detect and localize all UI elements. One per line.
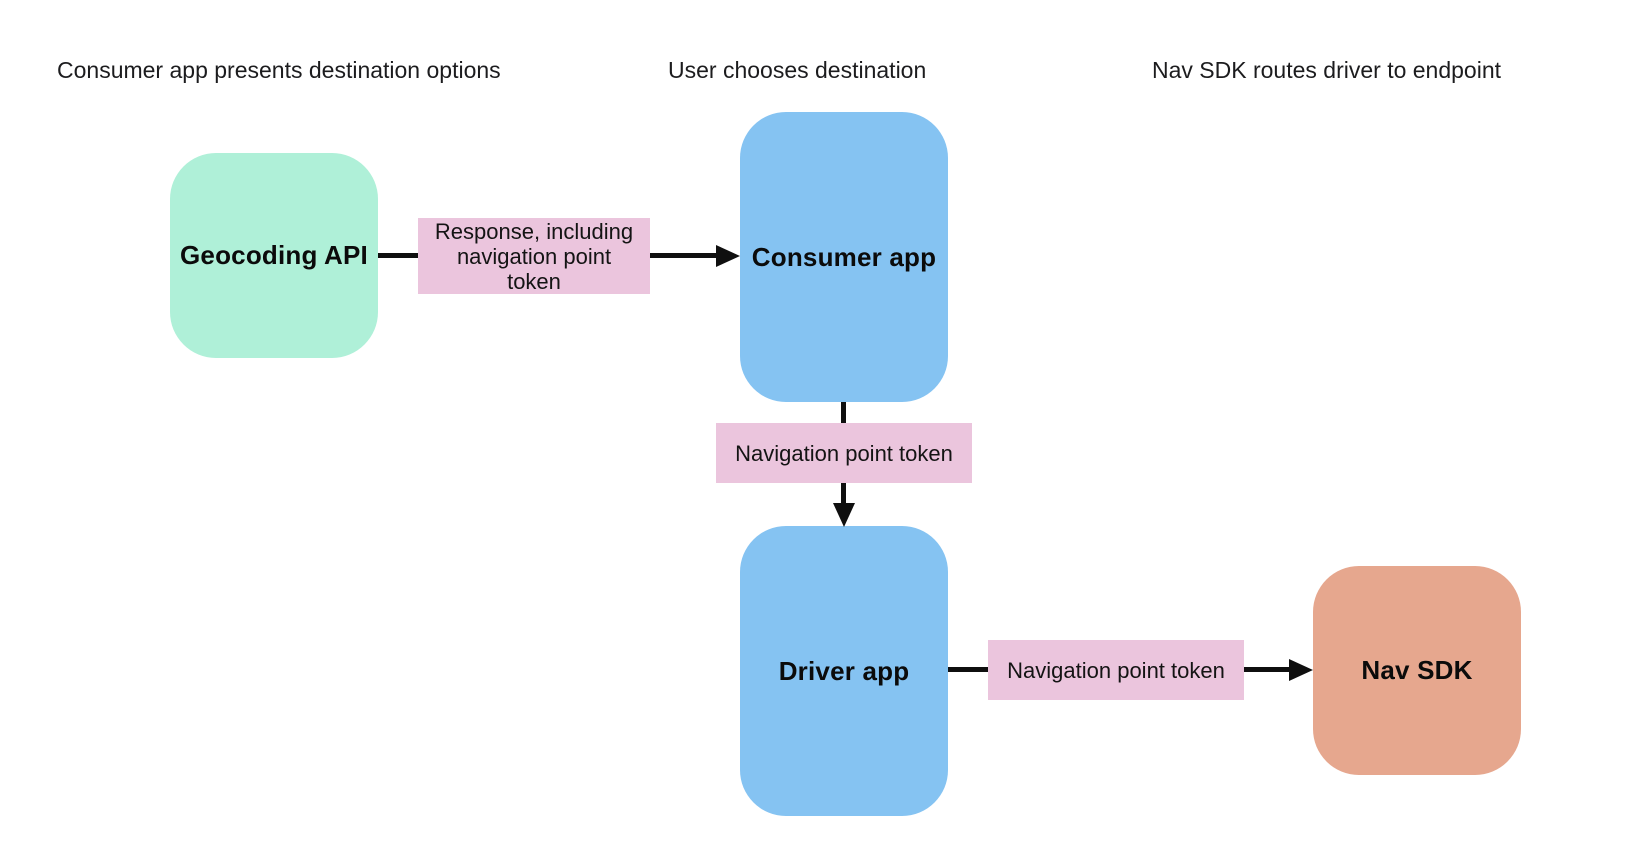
stage-header-user-chooses: User chooses destination <box>668 57 927 83</box>
edge-label-navigation-point-token-1: Navigation point token <box>716 423 972 483</box>
arrowhead-down-icon <box>832 503 855 527</box>
connector-line-consumer-to-label <box>841 402 846 423</box>
arrowhead-right-icon <box>1289 658 1313 681</box>
connector-line-driver-to-label <box>948 667 988 672</box>
node-geocoding-api-label: Geocoding API <box>180 240 368 270</box>
edge-label-navigation-point-token-2: Navigation point token <box>988 640 1244 700</box>
connector-line-label-to-navsdk <box>1244 667 1291 672</box>
node-consumer-app: Consumer app <box>740 112 948 402</box>
node-consumer-app-label: Consumer app <box>751 241 937 272</box>
stage-header-navsdk-routes: Nav SDK routes driver to endpoint <box>1152 57 1502 83</box>
node-geocoding-api: Geocoding API <box>170 153 378 358</box>
node-nav-sdk: Nav SDK <box>1313 566 1521 775</box>
node-nav-sdk-label: Nav SDK <box>1361 655 1473 685</box>
node-driver-app: Driver app <box>740 526 948 816</box>
node-driver-app-label: Driver app <box>778 655 910 686</box>
edge-label-response-including-token: Response, including navigation point tok… <box>418 218 650 294</box>
connector-line-label-to-driver <box>841 483 846 505</box>
connector-line-geocoding-to-label <box>378 253 418 258</box>
connector-line-label-to-consumer <box>650 253 718 258</box>
arrowhead-right-icon <box>716 244 740 267</box>
stage-header-consumer-presents: Consumer app presents destination option… <box>57 57 501 83</box>
